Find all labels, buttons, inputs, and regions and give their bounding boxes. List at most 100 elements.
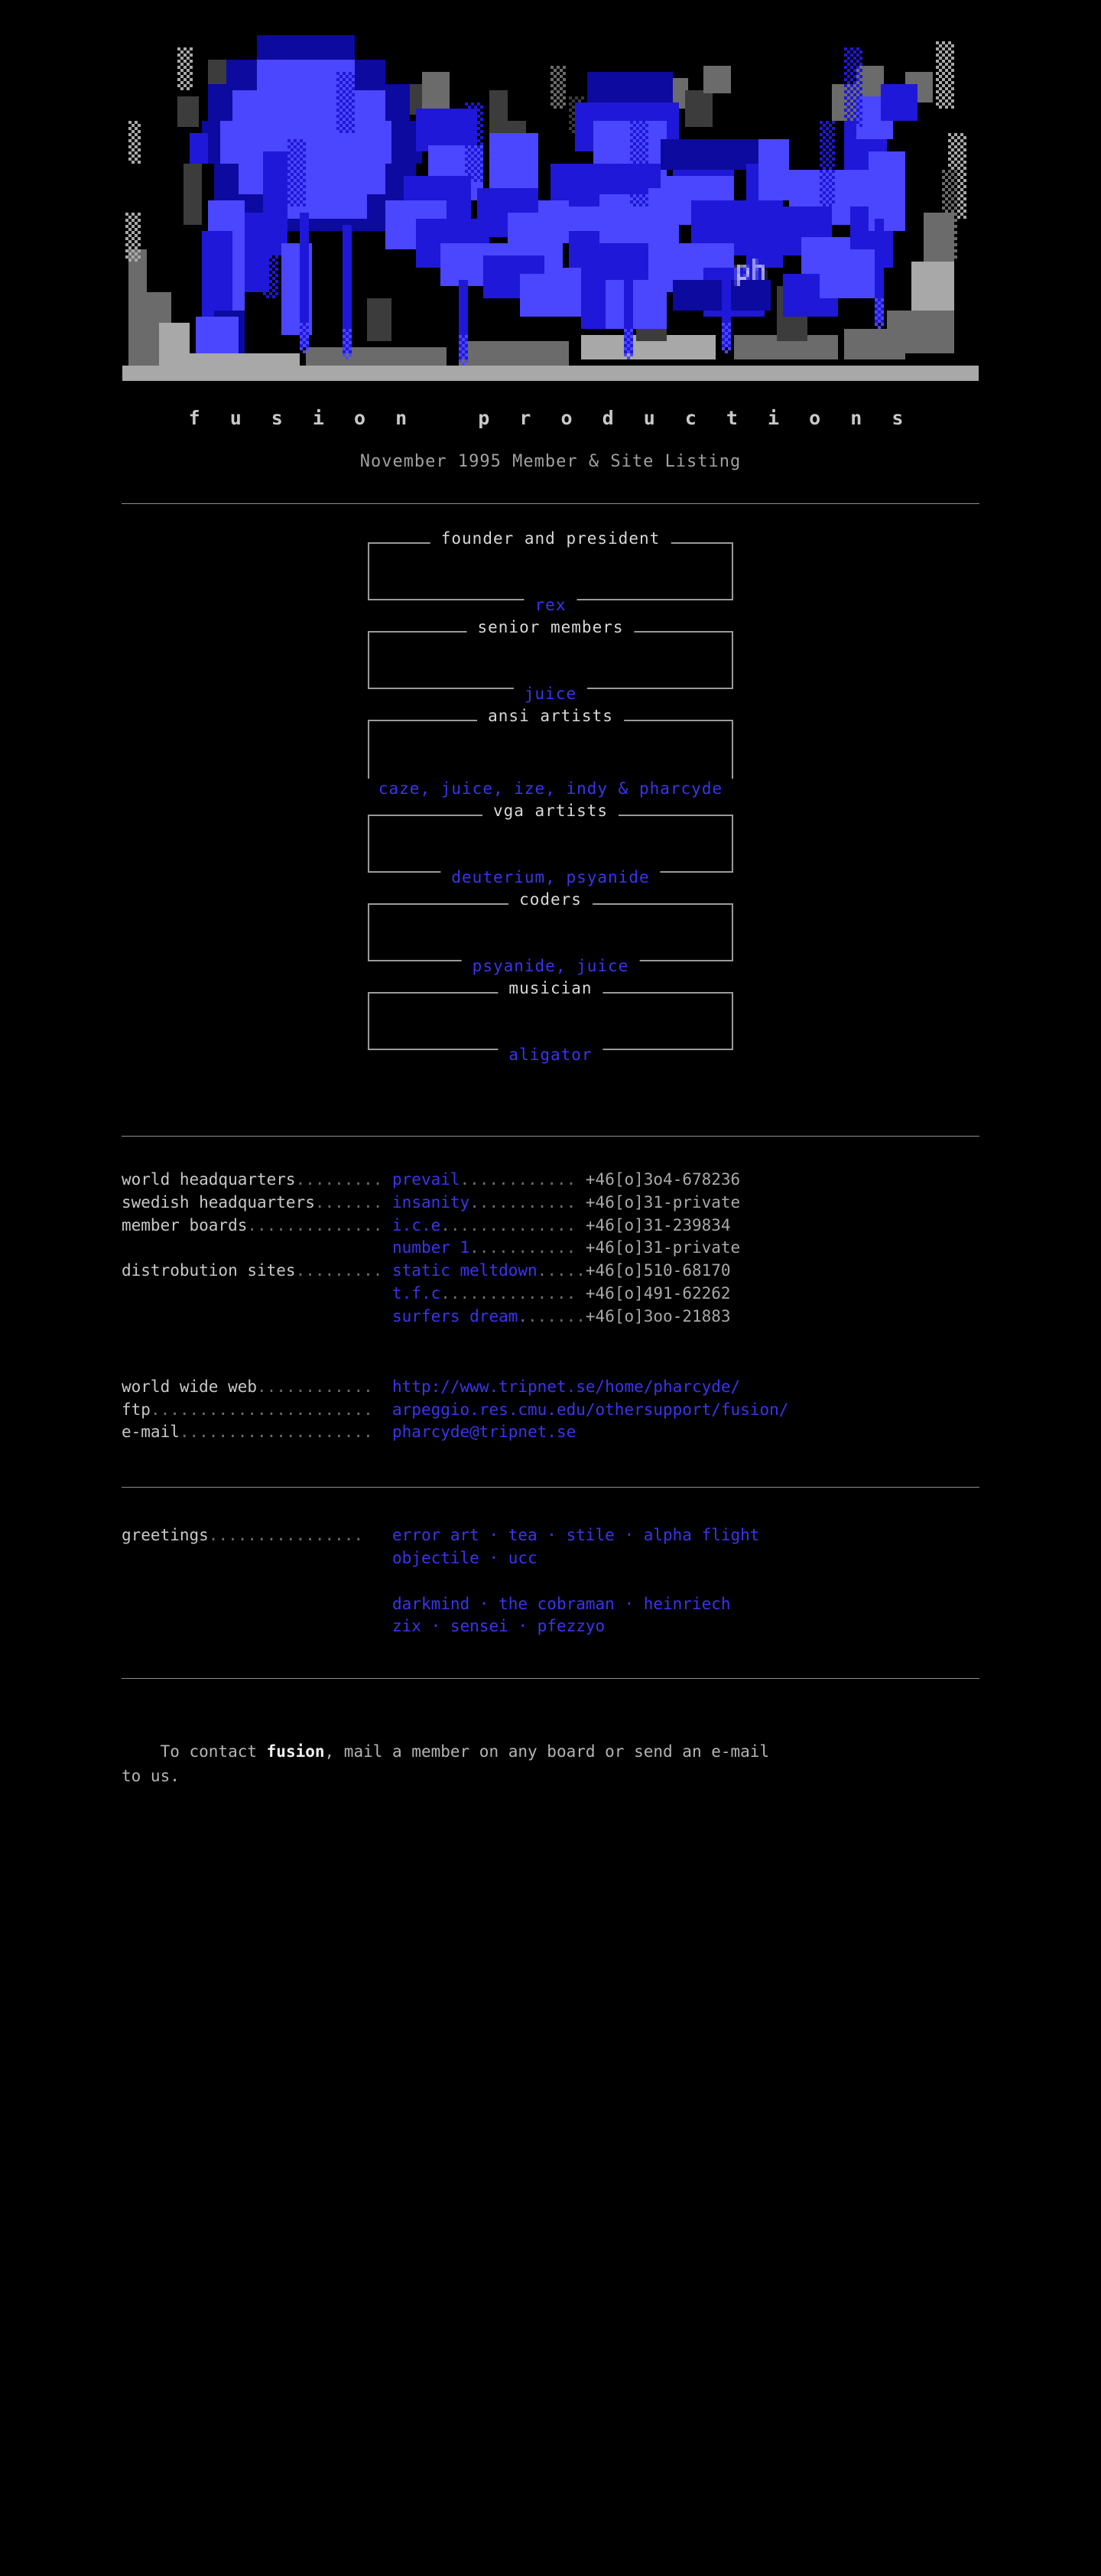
board-row: t.f.c.............. +46[o]491-62262 [122, 1283, 979, 1306]
board-number: +46[o]3o4-678236 [585, 1170, 741, 1189]
role-box-musician: musician aligator [368, 979, 733, 1063]
role-frame [368, 631, 733, 689]
greetings-indent [122, 1595, 392, 1613]
board-name: t.f.c [392, 1284, 441, 1303]
net-row: ftp....................... arpeggio.res.… [122, 1399, 979, 1422]
board-name: i.c.e [392, 1215, 441, 1234]
greeting-row: greetings................ error art · te… [122, 1524, 979, 1547]
role-members: deuterium, psyanide [440, 870, 661, 886]
board-row: swedish headquarters....... insanity....… [122, 1192, 979, 1215]
board-name: static meltdown [392, 1261, 538, 1280]
net-dots: ............ [257, 1377, 393, 1396]
page-root: f u s i o n p r o d u c t i o n s Novemb… [0, 0, 1101, 1844]
net-value: arpeggio.res.cmu.edu/othersupport/fusion… [392, 1400, 789, 1419]
boards-listing: world headquarters......... prevail.....… [122, 1169, 979, 1329]
board-name: insanity [392, 1192, 470, 1212]
group-name: f u s i o n p r o d u c t i o n s [188, 407, 913, 429]
contact-footer: To contact fusion, mail a member on any … [122, 1714, 979, 1813]
title-block: f u s i o n p r o d u c t i o n s Novemb… [0, 407, 1101, 471]
greeting-names: darkmind · the cobraman · heinriech [392, 1594, 731, 1613]
role-members: caze, juice, ize, indy & pharcyde [367, 778, 734, 798]
logo-container [0, 0, 1101, 381]
greetings-dots: ................ [208, 1526, 393, 1545]
net-dots: .................... [179, 1423, 393, 1442]
board-dots-right: .............. [440, 1215, 586, 1234]
board-number: +46[o]31-private [585, 1238, 741, 1257]
board-row: distrobution sites......... static meltd… [122, 1260, 979, 1283]
board-number: +46[o]510-68170 [585, 1261, 731, 1280]
board-dots-left [122, 1284, 392, 1303]
board-name: number 1 [392, 1238, 470, 1257]
ansi-art-canvas [122, 29, 979, 381]
footer-suffix: , mail a member on any board or send an … [122, 1742, 770, 1786]
greetings-indent [122, 1617, 392, 1635]
greeting-names: error art · tea · stile · alpha flight [392, 1526, 760, 1545]
net-value: pharcyde@tripnet.se [392, 1423, 576, 1442]
divider-top [122, 503, 979, 504]
role-members: aligator [498, 1047, 603, 1063]
board-number: +46[o]491-62262 [585, 1284, 731, 1303]
greetings-indent [122, 1572, 392, 1590]
board-label: member boards [122, 1215, 248, 1234]
board-dots-left: ....... [314, 1192, 393, 1212]
board-number: +46[o]31-private [585, 1192, 741, 1212]
board-name: surfers dream [392, 1306, 518, 1325]
role-frame [368, 992, 733, 1050]
net-row: world wide web............ http://www.tr… [122, 1376, 979, 1399]
role-frame [368, 720, 733, 784]
divider-footer [122, 1678, 979, 1680]
board-label: distrobution sites [122, 1261, 296, 1280]
footer-group-name: fusion [266, 1742, 325, 1761]
net-value: http://www.tripnet.se/home/pharcyde/ [392, 1377, 741, 1396]
board-label: swedish headquarters [122, 1192, 315, 1212]
greeting-row [122, 1570, 979, 1593]
role-box-ansi-artists: ansi artists caze, juice, ize, indy & ph… [367, 707, 734, 798]
board-dots-left [122, 1238, 392, 1257]
net-dots: ....................... [150, 1400, 393, 1419]
role-frame [368, 815, 733, 873]
net-row: e-mail.................... pharcyde@trip… [122, 1421, 979, 1444]
greeting-row: objectile · ucc [122, 1547, 979, 1570]
page-bottom-spacer [0, 1813, 1101, 1844]
role-title: founder and president [430, 529, 671, 548]
board-number: +46[o]31-239834 [585, 1215, 731, 1234]
role-frame [368, 542, 733, 600]
board-dots-right: ..... [537, 1261, 586, 1280]
board-row: surfers dream.......+46[o]3oo-21883 [122, 1306, 979, 1329]
net-label: e-mail [122, 1423, 180, 1442]
board-dots-right: ............ [460, 1170, 586, 1189]
roles-section: founder and president rex senior members… [0, 529, 1101, 1081]
role-title: ansi artists [477, 707, 624, 725]
greetings-indent [122, 1549, 392, 1567]
footer-prefix: To contact [160, 1742, 267, 1761]
net-label: ftp [122, 1400, 151, 1419]
role-title: senior members [466, 618, 635, 636]
greeting-names: objectile · ucc [392, 1548, 538, 1567]
greeting-row: zix · sensei · pfezzyo [122, 1615, 979, 1638]
board-dots-right: .............. [440, 1284, 586, 1303]
board-row: world headquarters......... prevail.....… [122, 1169, 979, 1192]
board-dots-right: ........... [469, 1238, 586, 1257]
role-members: rex [524, 597, 577, 613]
role-frame [368, 903, 733, 961]
role-members: juice [513, 686, 588, 702]
greetings-label: greetings [122, 1526, 209, 1545]
board-dots-left: ......... [295, 1170, 393, 1189]
role-title: musician [498, 979, 603, 997]
role-box-senior-members: senior members juice [368, 618, 733, 702]
role-box-coders: coders psyanide, juice [368, 890, 733, 974]
board-dots-right: ........... [469, 1192, 586, 1212]
board-dots-right: ....... [518, 1306, 586, 1325]
role-title: coders [508, 890, 593, 909]
role-members: psyanide, juice [461, 958, 640, 974]
page-subtitle: November 1995 Member & Site Listing [359, 452, 742, 471]
greeting-names: zix · sensei · pfezzyo [392, 1617, 606, 1636]
board-row: member boards.............. i.c.e.......… [122, 1215, 979, 1238]
board-label: world headquarters [122, 1170, 296, 1189]
net-listing: world wide web............ http://www.tr… [122, 1376, 979, 1444]
board-dots-left [122, 1307, 392, 1325]
board-dots-left: .............. [247, 1215, 393, 1234]
divider-greetings [122, 1487, 979, 1488]
board-name: prevail [392, 1170, 460, 1189]
divider-boards [122, 1136, 979, 1137]
